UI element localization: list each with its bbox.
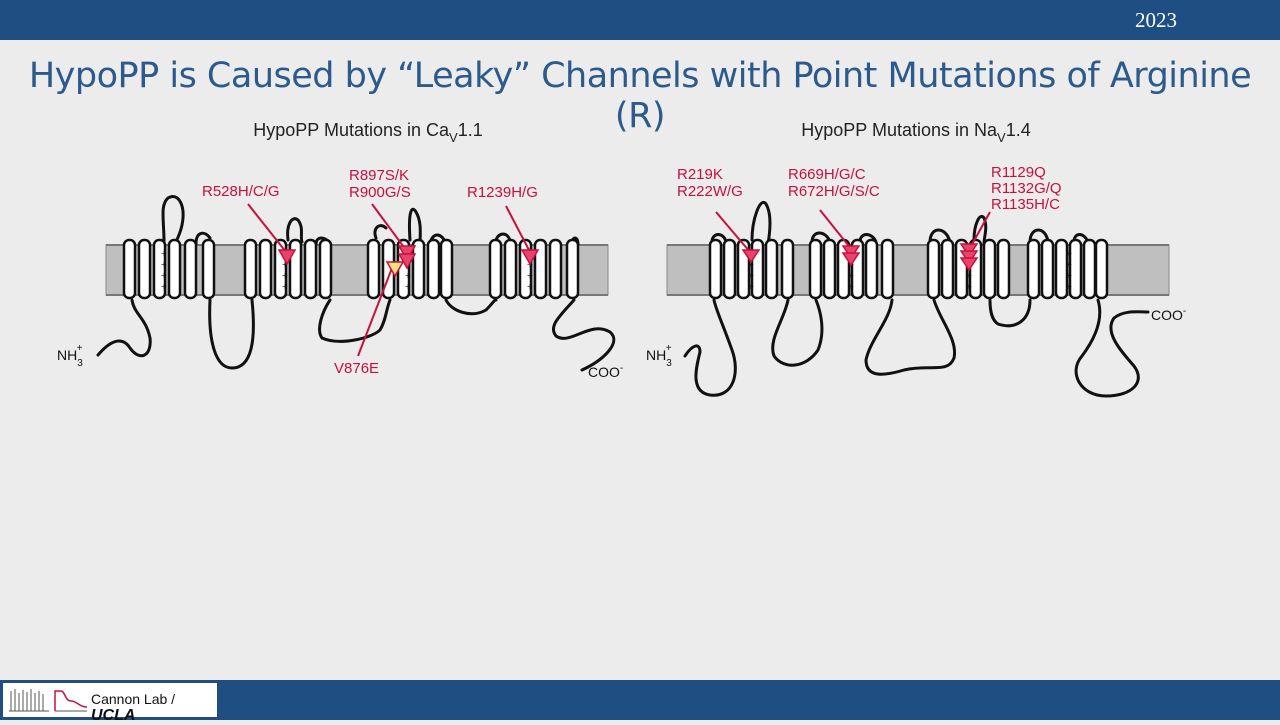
- marker-v876e: [385, 261, 405, 278]
- mutation-label-r1132: R1132G/Q: [991, 180, 1062, 197]
- mutation-label-r1135: R1135H/C: [991, 196, 1060, 213]
- svg-text:+: +: [848, 271, 855, 280]
- svg-text:+: +: [966, 271, 973, 280]
- svg-text:+: +: [161, 271, 168, 280]
- marker-r669: [841, 245, 861, 260]
- c-terminus-nav14: COO-: [1151, 306, 1186, 323]
- lab-logo: Cannon Lab / UCLA: [3, 683, 217, 724]
- marker-r1239: [520, 249, 540, 266]
- year-label: 2023: [1135, 8, 1177, 32]
- svg-text:+: +: [1066, 249, 1073, 258]
- channel-topology-diagram: HypoPP Mutations in CaV1.1: [57, 120, 1186, 398]
- panel-title-nav14: HypoPP Mutations in NaV1.4: [801, 120, 1030, 145]
- svg-text:+: +: [1066, 260, 1073, 269]
- n-terminus-nav14: NH3+: [646, 343, 672, 369]
- cav11-mutation-markers: [277, 245, 540, 278]
- svg-text:+: +: [966, 282, 973, 291]
- marker-r897: [397, 245, 417, 262]
- cav11-mutation-pointers: [247, 203, 531, 357]
- svg-text:+: +: [405, 271, 412, 280]
- header-bar: 2023: [0, 0, 1280, 40]
- svg-text:+: +: [282, 271, 289, 280]
- svg-text:+: +: [748, 271, 755, 280]
- c-terminus-cav11: COO-: [588, 363, 623, 380]
- mutation-label-r672: R672H/G/S/C: [788, 183, 880, 200]
- slide-title: HypoPP is Caused by “Leaky” Channels wit…: [28, 56, 1252, 136]
- mutation-label-r1239: R1239H/G: [467, 184, 538, 201]
- mutation-label-r669: R669H/G/C: [788, 166, 866, 183]
- institution-label: UCLA: [91, 707, 136, 724]
- cav11-segments: [122, 238, 580, 300]
- nav14-segments: [708, 238, 1109, 300]
- marker-r528: [277, 249, 297, 266]
- svg-text:+: +: [848, 282, 855, 291]
- panel-title-cav11: HypoPP Mutations in CaV1.1: [253, 120, 482, 145]
- marker-r900: [397, 253, 417, 270]
- panel-cav11: HypoPP Mutations in CaV1.1: [57, 120, 623, 380]
- svg-text:+: +: [748, 282, 755, 291]
- svg-text:+: +: [282, 260, 289, 269]
- mutation-label-r528: R528H/C/G: [202, 183, 280, 200]
- nav14-loops: [683, 200, 1150, 398]
- mutation-label-r900: R900G/S: [349, 184, 411, 201]
- marker-r1135: [959, 257, 979, 272]
- n-terminus-cav11: NH3+: [57, 343, 83, 369]
- svg-text:+: +: [405, 282, 412, 291]
- waveform-bars-icon: [9, 689, 49, 712]
- mutation-label-r1129: R1129Q: [991, 164, 1046, 181]
- svg-text:+: +: [748, 260, 755, 269]
- svg-text:+: +: [282, 282, 289, 291]
- mutation-label-r219: R219K: [677, 166, 723, 183]
- marker-r219: [741, 249, 761, 264]
- marker-r1132: [959, 250, 979, 265]
- cav11-loops: [96, 195, 616, 372]
- marker-r672: [841, 252, 861, 267]
- panel-nav14: HypoPP Mutations in NaV1.4: [646, 120, 1186, 398]
- svg-text:+: +: [161, 249, 168, 258]
- svg-text:+: +: [527, 282, 534, 291]
- svg-text:+: +: [1066, 282, 1073, 291]
- mutation-label-r222: R222W/G: [677, 183, 743, 200]
- marker-r1129: [959, 243, 979, 258]
- svg-text:+: +: [1066, 271, 1073, 280]
- nav14-mutation-pointers: [715, 209, 991, 253]
- svg-text:+: +: [161, 282, 168, 291]
- svg-text:+: +: [527, 271, 534, 280]
- mutation-label-r897: R897S/K: [349, 167, 409, 184]
- mutation-label-v876e: V876E: [334, 360, 379, 377]
- trace-wave-icon: [54, 690, 88, 712]
- svg-text:+: +: [161, 260, 168, 269]
- nav14-mutation-markers: [741, 243, 979, 272]
- lab-label: Cannon Lab /: [91, 691, 176, 707]
